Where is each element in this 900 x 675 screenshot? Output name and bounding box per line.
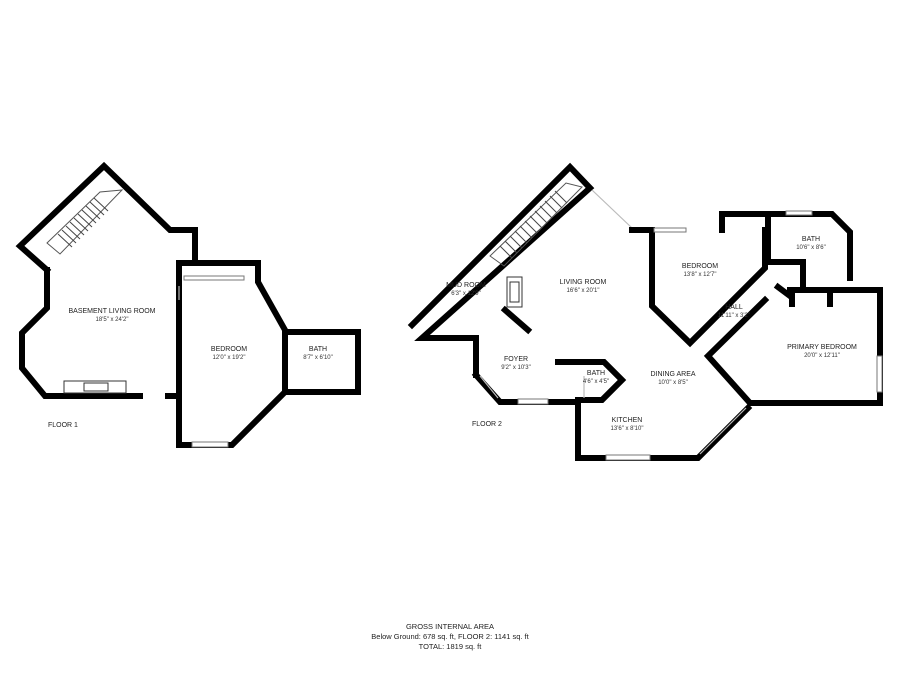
gross-area-breakdown: Below Ground: 678 sq. ft, FLOOR 2: 1141 …: [371, 632, 529, 641]
floor-2-room-dim: 10'6" x 8'6": [796, 245, 826, 251]
floor-2-room-dim: 6'3" x 12'9": [451, 291, 481, 297]
floor-2-room-dim: 20'0" x 12'11": [804, 353, 840, 359]
floor-2-room-dim: 10'0" x 8'5": [658, 380, 688, 386]
floor-2-room-dim: 11'11" x 3'2": [718, 313, 750, 319]
floor-1-room-dim: 12'0" x 19'2": [213, 355, 246, 361]
floor-1-label: FLOOR 1: [48, 422, 78, 429]
floor-2-room-dim: 9'2" x 10'3": [501, 365, 531, 371]
floor-2-room-dim: 13'6" x 8'10": [611, 426, 644, 432]
floor-2-room-name: KITCHEN: [612, 417, 643, 424]
floor-2-room-dim: 4'6" x 4'5": [583, 379, 609, 385]
floor-1-room-dim: 8'7" x 6'10": [303, 355, 333, 361]
floor-2-small-bath-walls: [555, 359, 627, 403]
floor-1-plan: BASEMENT LIVING ROOM 18'5" x 24'2" BEDRO…: [15, 161, 361, 448]
floor-2-room-dim: 13'8" x 12'7": [684, 272, 717, 278]
floor-1-bath-walls: [282, 329, 361, 395]
floor-2-room-name: PRIMARY BEDROOM: [787, 344, 857, 351]
gross-area-title: GROSS INTERNAL AREA: [405, 622, 495, 631]
floor-2-bedroom-walls: [629, 227, 768, 348]
floor-2-plan: MUD ROOM 6'3" x 12'9" LIVING ROOM 16'6" …: [407, 162, 883, 461]
floor-2-primary-bedroom-walls: [703, 287, 883, 406]
floor-2-room-name: FOYER: [504, 356, 528, 363]
floor-2-room-name: MUD ROOM: [446, 282, 486, 289]
floor-2-mud-room-walls: [407, 162, 595, 378]
floor-2-room-dim: 16'6" x 20'1": [567, 288, 600, 294]
floor-2-room-name: BATH: [802, 236, 820, 243]
gross-area-total: TOTAL: 1819 sq. ft: [418, 642, 482, 651]
floor-2-room-name: BEDROOM: [682, 263, 718, 270]
floor-1-living-room-walls: [15, 161, 198, 399]
floor-1-bedroom-walls: [176, 260, 288, 448]
floor-2-label: FLOOR 2: [472, 421, 502, 428]
floor-1-room-dim: 18'5" x 24'2": [96, 317, 129, 323]
floor-1-room-name: BASEMENT LIVING ROOM: [69, 308, 156, 315]
floor-2-room-name: BATH: [587, 370, 605, 377]
floor-1-bedroom-window: [191, 441, 229, 448]
floor-2-room-name: HALL: [725, 304, 743, 311]
floor-2-stairs: [489, 182, 583, 267]
floor-1-room-name: BEDROOM: [211, 346, 247, 353]
floor-2-kitchen-walls: [575, 399, 753, 461]
floor-2-room-name: DINING AREA: [650, 371, 695, 378]
floor-2-foyer-walls: [471, 370, 581, 405]
floor-2-room-name: LIVING ROOM: [560, 279, 607, 286]
gross-area-summary: GROSS INTERNAL AREA Below Ground: 678 sq…: [0, 622, 900, 652]
floor-1-stairs: [46, 189, 124, 255]
floor-1-room-name: BATH: [309, 346, 327, 353]
